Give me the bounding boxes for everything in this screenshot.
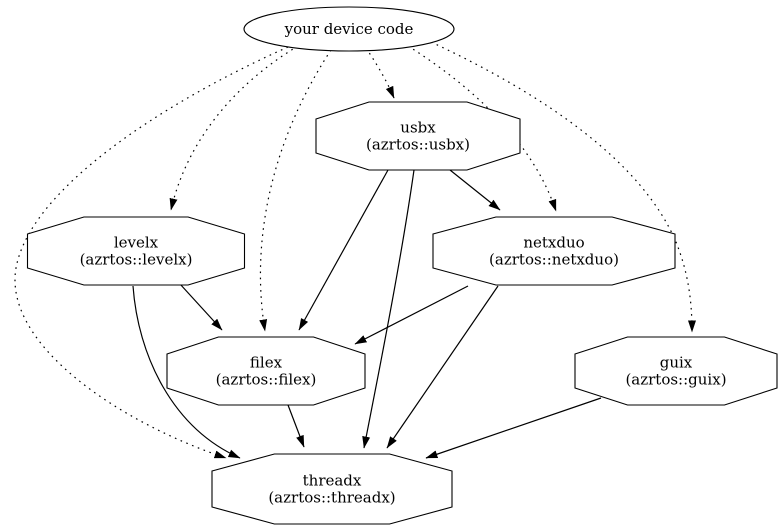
- node-usbx: usbx(azrtos::usbx): [315, 101, 521, 171]
- node-filex: filex(azrtos::filex): [166, 336, 366, 406]
- guix-octagon-shape: [574, 336, 778, 406]
- device_code-label-line-0: your device code: [284, 20, 414, 38]
- edge-filex-to-threadx: [287, 404, 305, 448]
- netxduo-label-line-1: (azrtos::netxduo): [489, 251, 619, 269]
- levelx-octagon-shape: [26, 216, 246, 286]
- netxduo-octagon-shape: [432, 216, 676, 286]
- edge-usbx-to-netxduo: [449, 169, 501, 211]
- edge-device_code-to-threadx: [14, 46, 289, 459]
- edge-levelx-to-threadx: [132, 285, 241, 459]
- netxduo-label-line-0: netxduo: [523, 234, 584, 252]
- threadx-octagon-shape: [211, 453, 453, 525]
- usbx-label-line-0: usbx: [400, 119, 436, 137]
- threadx-label-line-0: threadx: [303, 472, 362, 490]
- edge-device_code-to-filex: [259, 49, 332, 332]
- guix-label-line-1: (azrtos::guix): [625, 371, 726, 389]
- filex-label-line-0: filex: [250, 354, 283, 372]
- edge-levelx-to-filex: [179, 283, 223, 331]
- edge-device_code-to-usbx: [365, 47, 395, 99]
- levelx-label-line-0: levelx: [114, 234, 159, 252]
- filex-label-line-1: (azrtos::filex): [216, 371, 317, 389]
- edge-device_code-to-levelx: [169, 45, 299, 211]
- node-device_code: your device code: [243, 6, 455, 52]
- usbx-label-line-1: (azrtos::usbx): [366, 136, 470, 154]
- edge-layer: [14, 41, 696, 459]
- device_code-ellipse-shape: [243, 6, 455, 52]
- threadx-label-line-1: (azrtos::threadx): [268, 489, 395, 507]
- filex-octagon-shape: [166, 336, 366, 406]
- edge-usbx-to-threadx: [362, 169, 415, 449]
- edge-device_code-to-guix: [430, 41, 696, 333]
- node-netxduo: netxduo(azrtos::netxduo): [432, 216, 676, 286]
- node-threadx: threadx(azrtos::threadx): [211, 453, 453, 525]
- guix-label-line-0: guix: [660, 354, 693, 372]
- edge-netxduo-to-threadx: [386, 285, 499, 449]
- levelx-label-line-1: (azrtos::levelx): [80, 251, 193, 269]
- usbx-octagon-shape: [315, 101, 521, 171]
- edge-netxduo-to-filex: [354, 285, 469, 345]
- node-layer: your device codeusbx(azrtos::usbx)levelx…: [26, 6, 778, 525]
- edge-usbx-to-filex: [298, 169, 389, 331]
- node-levelx: levelx(azrtos::levelx): [26, 216, 246, 286]
- node-guix: guix(azrtos::guix): [574, 336, 778, 406]
- edge-guix-to-threadx: [425, 397, 602, 459]
